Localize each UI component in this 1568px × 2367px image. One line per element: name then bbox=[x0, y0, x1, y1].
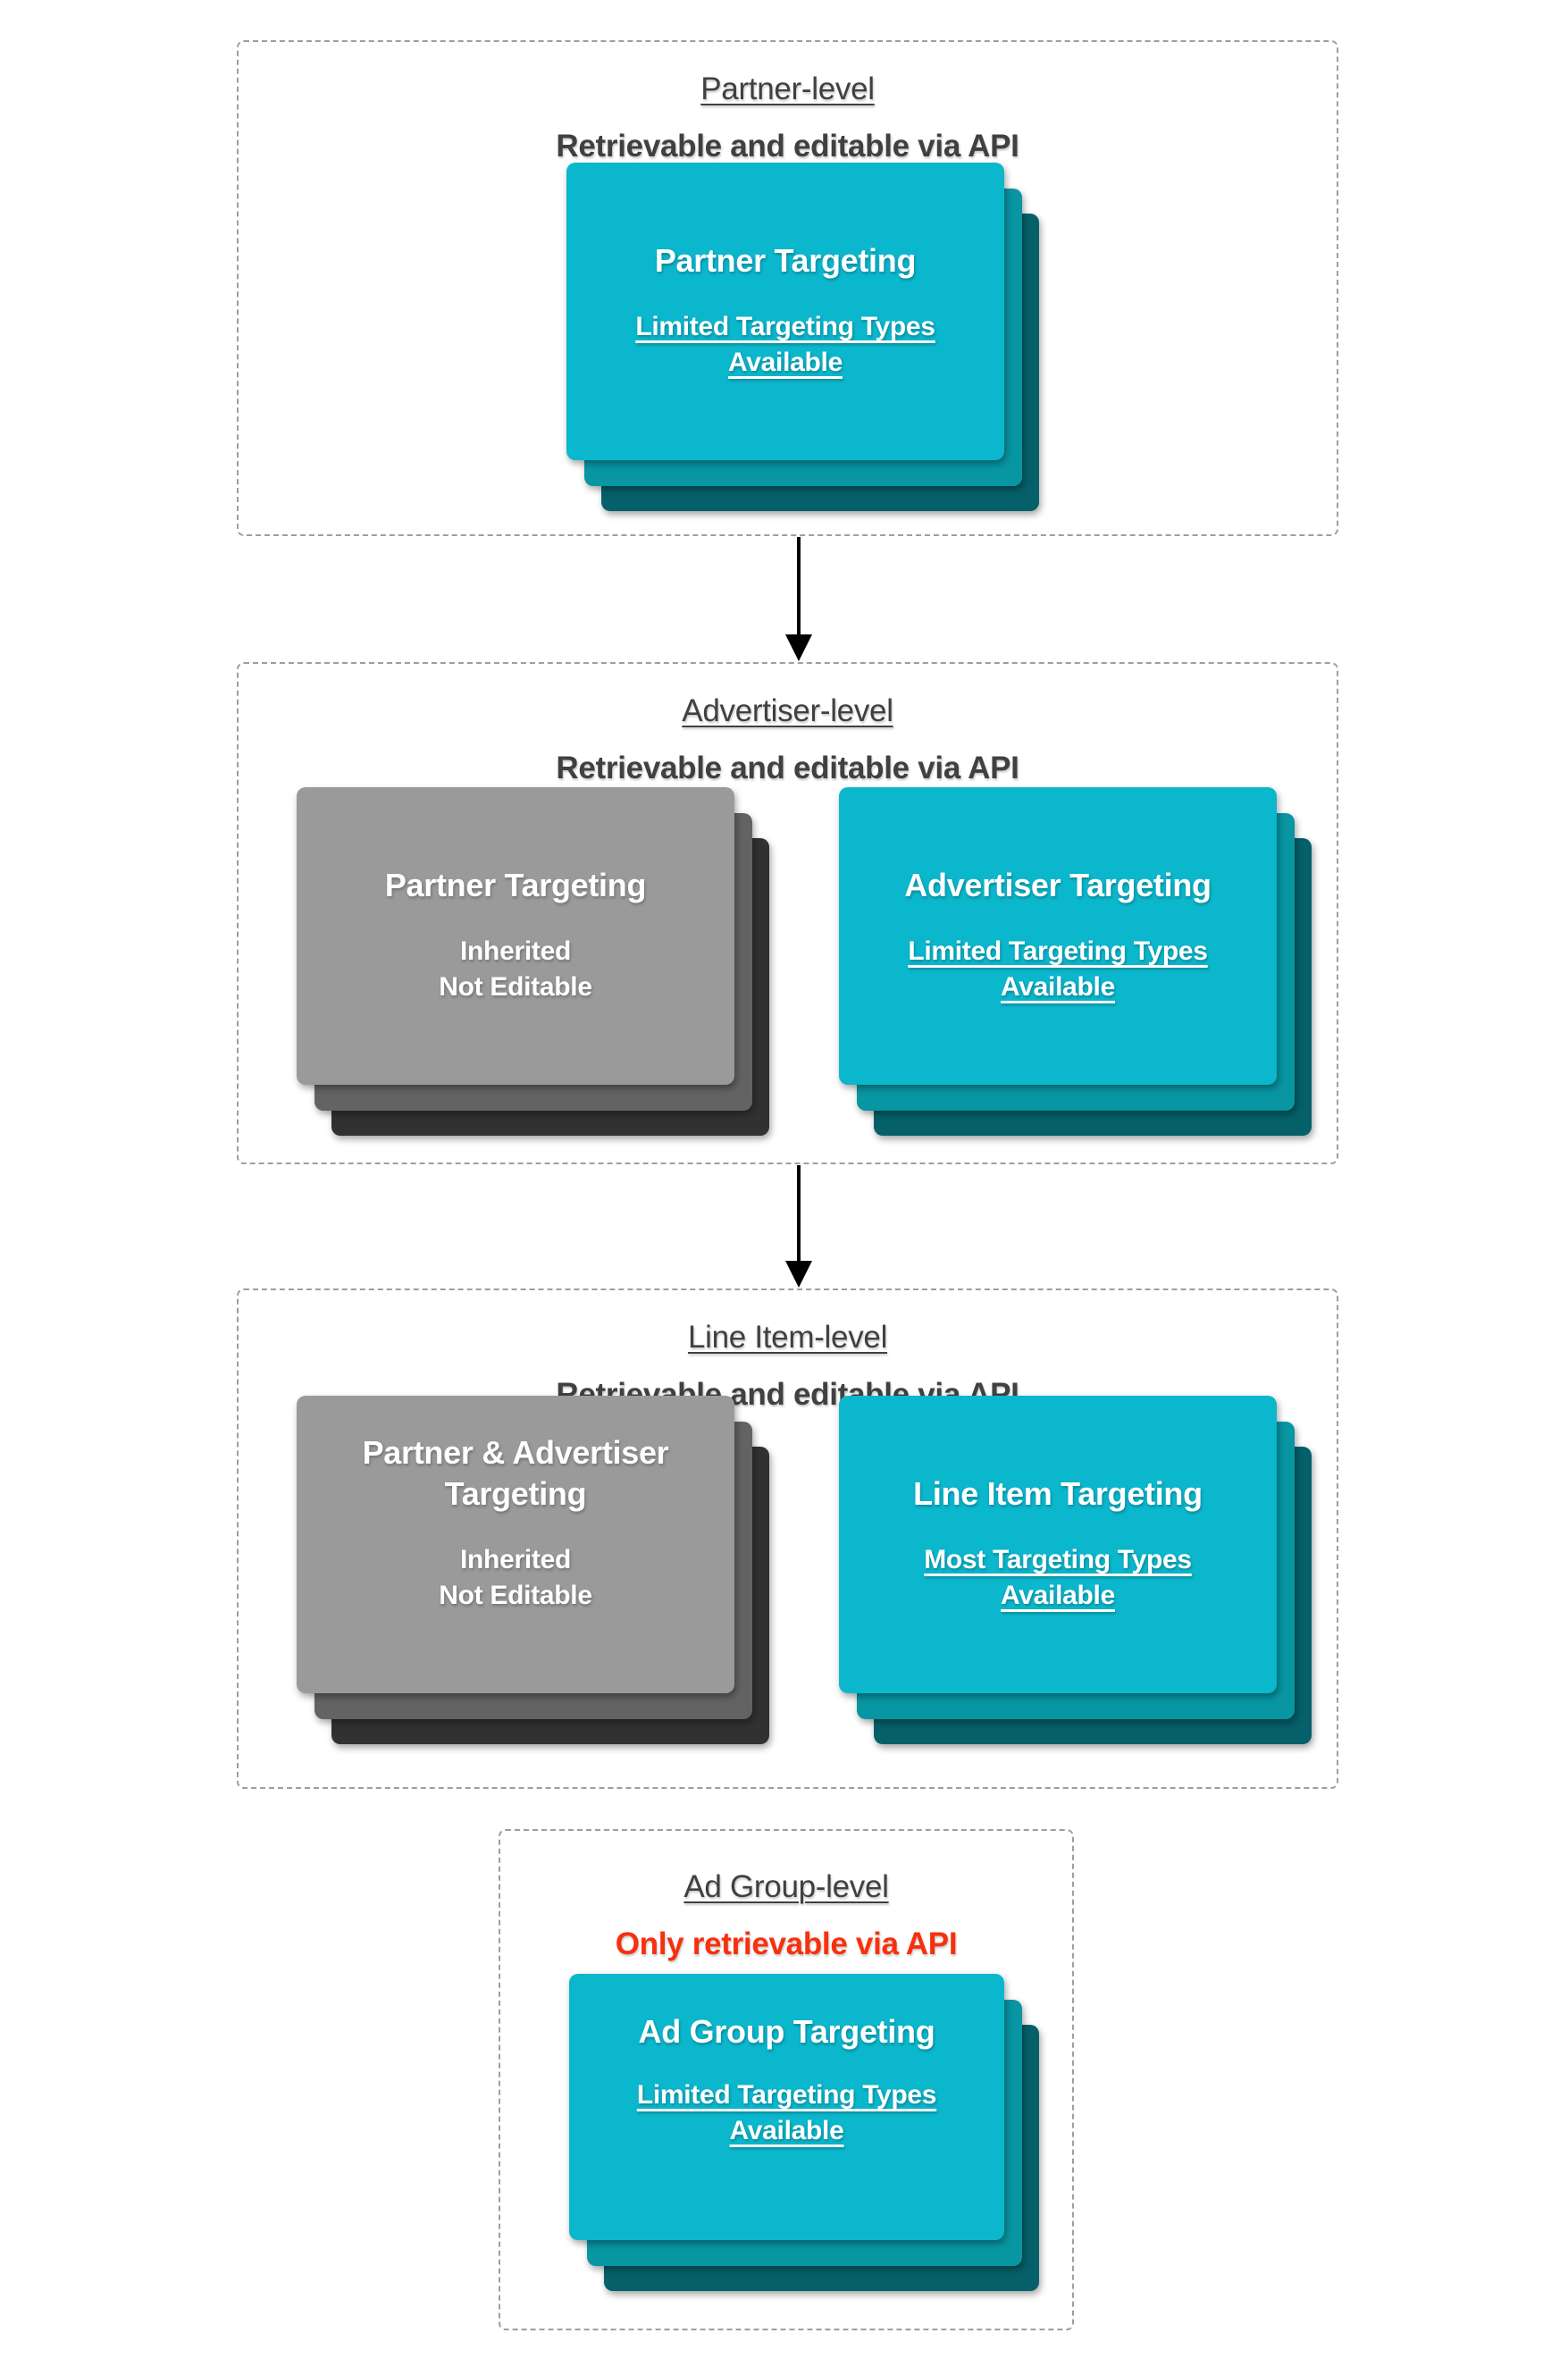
arrow-head-icon bbox=[785, 1261, 812, 1288]
section-advertiser-level: Advertiser-level Retrievable and editabl… bbox=[237, 662, 1338, 1164]
section-title: Ad Group-level bbox=[683, 1869, 889, 1904]
flow-arrow-partner-to-advertiser bbox=[785, 537, 812, 661]
card-stack-line-item-targeting: Line Item Targeting Most Targeting Types… bbox=[839, 1396, 1312, 1744]
card-title: Advertiser Targeting bbox=[904, 867, 1212, 903]
arrow-head-icon bbox=[785, 634, 812, 661]
card-body-line: Not Editable bbox=[439, 1581, 592, 1610]
card-body: Inherited Not Editable bbox=[314, 1542, 717, 1614]
section-ad-group-level: Ad Group-level Only retrievable via API … bbox=[499, 1829, 1074, 2330]
flow-arrow-advertiser-to-line-item bbox=[785, 1165, 812, 1288]
section-partner-level: Partner-level Retrievable and editable v… bbox=[237, 40, 1338, 536]
card-body: Limited Targeting Types Available bbox=[584, 309, 986, 381]
section-header: Ad Group-level Only retrievable via API bbox=[500, 1867, 1072, 1965]
card-ad-group-targeting: Ad Group Targeting Limited Targeting Typ… bbox=[569, 1974, 1004, 2240]
arrow-line bbox=[797, 1165, 801, 1261]
card-body: Limited Targeting Types Available bbox=[587, 2077, 986, 2149]
card-body: Most Targeting Types Available bbox=[857, 1542, 1259, 1614]
card-body-line: Limited Targeting Types bbox=[635, 312, 935, 341]
card-body-line: Inherited bbox=[460, 1545, 571, 1574]
card-stack-partner-targeting: Partner Targeting Limited Targeting Type… bbox=[566, 163, 1039, 511]
card-title: Ad Group Targeting bbox=[638, 2013, 935, 2050]
card-body-line: Inherited bbox=[460, 936, 571, 966]
card-stack-advertiser-targeting: Advertiser Targeting Limited Targeting T… bbox=[839, 787, 1312, 1136]
card-body: Limited Targeting Types Available bbox=[857, 934, 1259, 1005]
card-partner-advertiser-targeting-inherited: Partner & Advertiser Targeting Inherited… bbox=[297, 1396, 734, 1693]
card-title: Partner Targeting bbox=[384, 867, 647, 903]
card-body-line: Available bbox=[728, 348, 843, 377]
section-header: Advertiser-level Retrievable and editabl… bbox=[239, 691, 1337, 789]
section-header: Partner-level Retrievable and editable v… bbox=[239, 69, 1337, 167]
section-line-item-level: Line Item-level Retrievable and editable… bbox=[237, 1288, 1338, 1789]
card-body-line: Most Targeting Types bbox=[924, 1545, 1192, 1574]
card-stack-ad-group-targeting: Ad Group Targeting Limited Targeting Typ… bbox=[569, 1974, 1039, 2291]
section-subtitle: Retrievable and editable via API bbox=[556, 751, 1019, 785]
section-title: Partner-level bbox=[700, 71, 875, 106]
card-body-line: Available bbox=[1001, 972, 1115, 1002]
card-partner-targeting: Partner Targeting Limited Targeting Type… bbox=[566, 163, 1004, 460]
card-body-line: Not Editable bbox=[439, 972, 592, 1002]
section-subtitle: Only retrievable via API bbox=[615, 1926, 958, 1961]
card-stack-partner-advertiser-targeting-inherited: Partner & Advertiser Targeting Inherited… bbox=[297, 1396, 769, 1744]
arrow-line bbox=[797, 537, 801, 634]
card-partner-targeting-inherited: Partner Targeting Inherited Not Editable bbox=[297, 787, 734, 1085]
card-body-line: Limited Targeting Types bbox=[908, 936, 1208, 966]
card-stack-partner-targeting-inherited: Partner Targeting Inherited Not Editable bbox=[297, 787, 769, 1136]
card-title: Line Item Targeting bbox=[913, 1475, 1203, 1512]
card-body: Inherited Not Editable bbox=[314, 934, 717, 1005]
card-title: Partner Targeting bbox=[654, 242, 917, 279]
section-subtitle: Retrievable and editable via API bbox=[556, 129, 1019, 164]
card-body-line: Limited Targeting Types bbox=[636, 2080, 937, 2110]
section-title: Line Item-level bbox=[687, 1320, 888, 1355]
card-body-line: Available bbox=[729, 2116, 844, 2145]
card-advertiser-targeting: Advertiser Targeting Limited Targeting T… bbox=[839, 787, 1277, 1085]
card-line-item-targeting: Line Item Targeting Most Targeting Types… bbox=[839, 1396, 1277, 1693]
card-body-line: Available bbox=[1001, 1581, 1115, 1610]
card-title: Partner & Advertiser Targeting bbox=[362, 1434, 669, 1512]
section-title: Advertiser-level bbox=[682, 693, 893, 728]
